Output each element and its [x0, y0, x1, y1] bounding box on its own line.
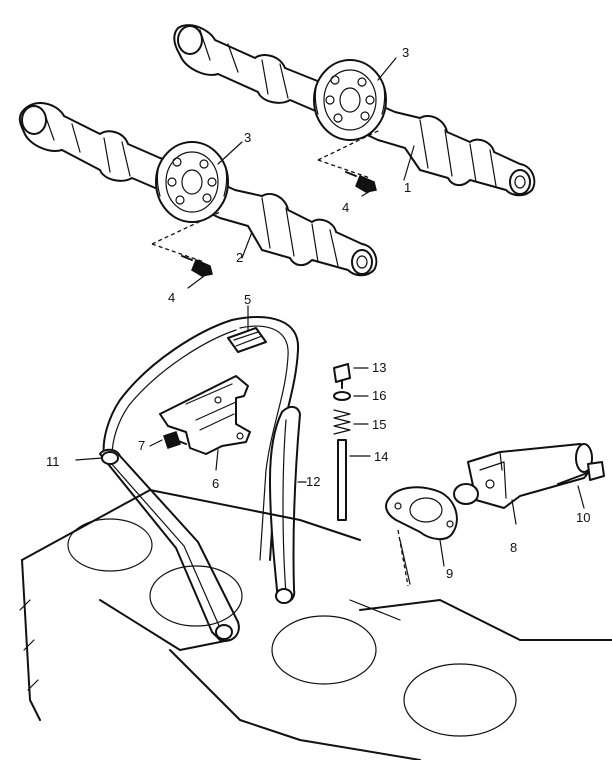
washer-16: [333, 391, 351, 401]
bolt-7: [163, 431, 187, 449]
callout-12: 12: [306, 474, 320, 489]
tensioner-body-8: [453, 443, 593, 509]
callout-16: 16: [372, 388, 386, 403]
callout-13: 13: [372, 360, 386, 375]
rod-14: [337, 439, 347, 521]
spring-15: [333, 409, 351, 435]
tensioner-bolt-13: [333, 363, 351, 389]
callout-15: 15: [372, 417, 386, 432]
leader-lines: [75, 57, 585, 567]
chain-guide-top: [159, 375, 251, 455]
callout-3-lower: 3: [244, 130, 251, 145]
callout-7: 7: [138, 438, 145, 453]
callout-10: 10: [576, 510, 590, 525]
chain-guide-11: [99, 448, 240, 642]
bolt-4-lower: [151, 211, 221, 277]
callout-2: 2: [236, 250, 243, 265]
camshaft-2: [18, 102, 378, 277]
callout-4-lower: 4: [168, 290, 175, 305]
callout-5: 5: [244, 292, 251, 307]
callout-4-upper: 4: [342, 200, 349, 215]
chain-tensioner-blade-12: [269, 406, 301, 604]
bolt-10: [557, 461, 605, 485]
callout-14: 14: [374, 449, 388, 464]
callout-11: 11: [46, 454, 60, 469]
callout-6: 6: [212, 476, 219, 491]
callout-9: 9: [446, 566, 453, 581]
callout-8: 8: [510, 540, 517, 555]
callout-labels: 3 3 1 2 4 4 5 6 7 11 12 13 16 15 14 8 9 …: [46, 45, 590, 581]
camshaft-1: [173, 24, 536, 197]
cylinder-head: [19, 489, 612, 761]
gasket-9: [385, 486, 458, 540]
callout-3-upper: 3: [402, 45, 409, 60]
callout-1: 1: [404, 180, 411, 195]
